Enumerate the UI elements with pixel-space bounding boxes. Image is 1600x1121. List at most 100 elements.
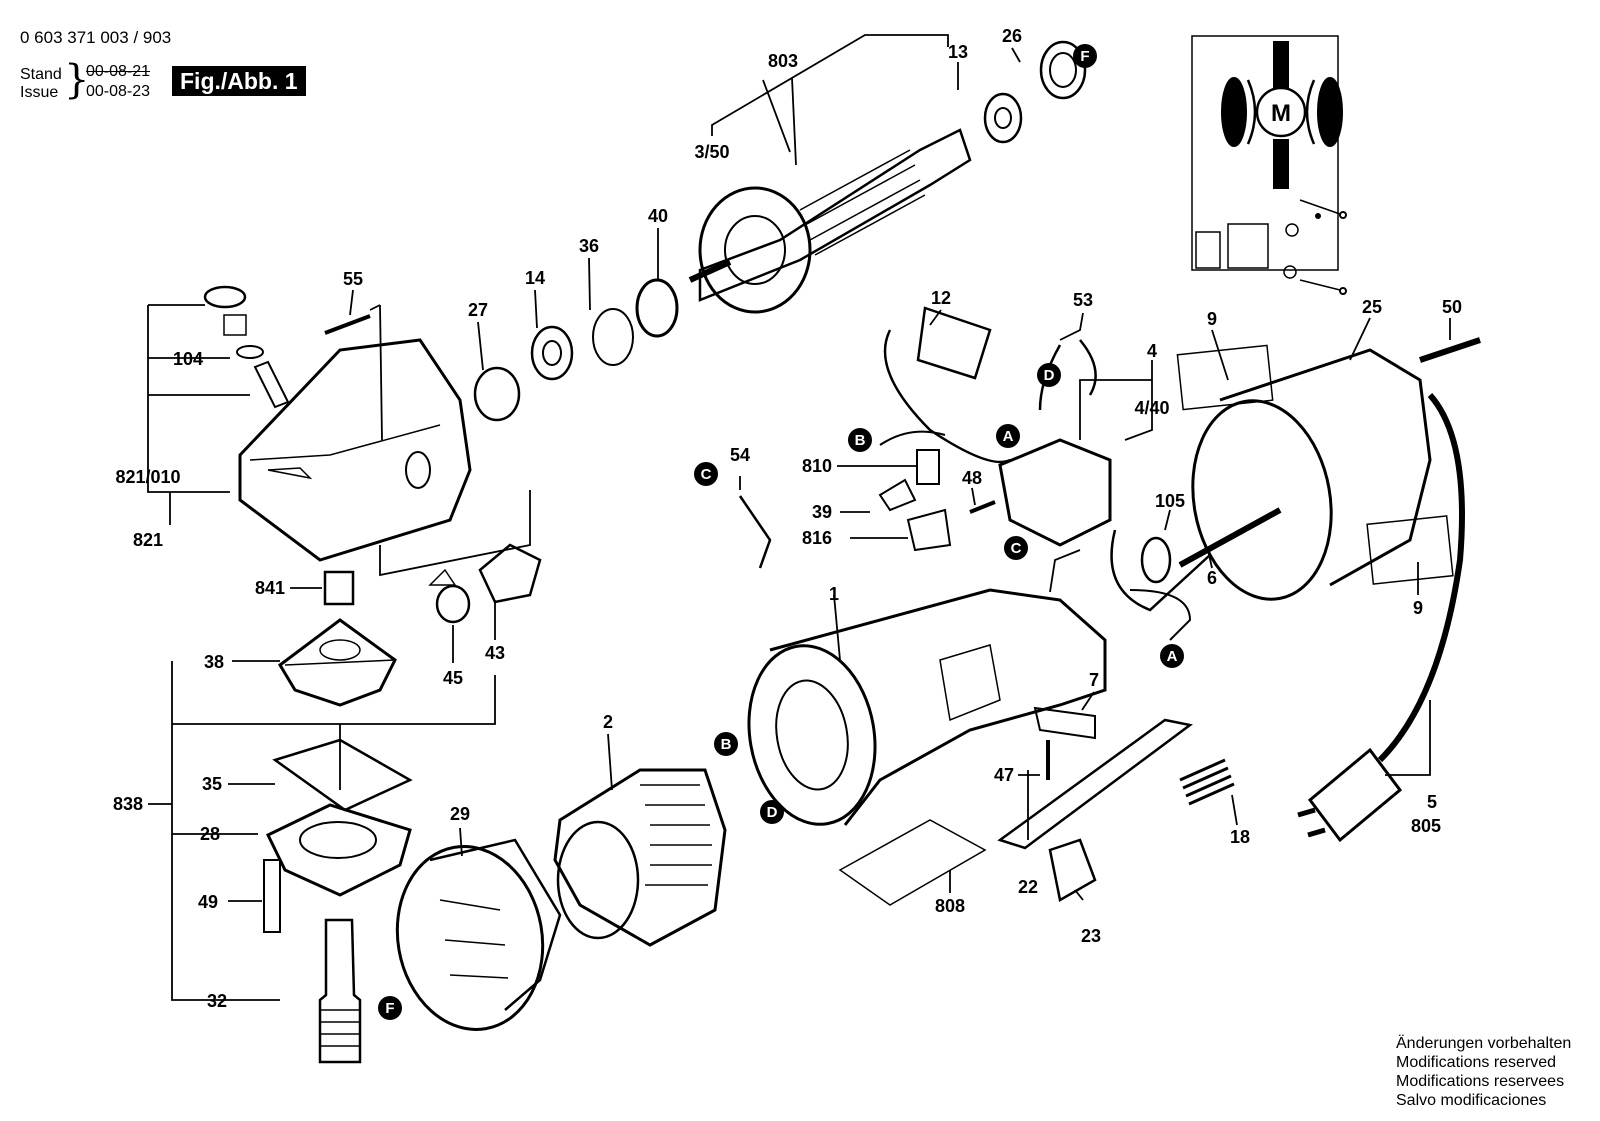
part-label-13: 13 <box>948 42 968 62</box>
part-label-805: 805 <box>1411 816 1441 836</box>
part-label-45: 45 <box>443 668 463 688</box>
part-label-39: 39 <box>812 502 832 522</box>
part-label-14: 14 <box>525 268 545 288</box>
part-label-838: 838 <box>113 794 143 814</box>
ring-36 <box>592 308 634 366</box>
wiring-schematic <box>1191 35 1347 295</box>
part-label-821-010: 821/010 <box>115 467 180 487</box>
ref-marker-F1 <box>1073 44 1097 68</box>
part-label-6: 6 <box>1207 568 1217 588</box>
stand-label: Stand <box>20 66 62 83</box>
wire-54 <box>738 495 772 569</box>
ref-marker-F2 <box>378 996 402 1020</box>
part-label-29: 29 <box>450 804 470 824</box>
brush-holder-39 <box>878 478 917 512</box>
ref-letter-F1: F <box>1080 48 1089 65</box>
spring-18 <box>1179 758 1235 806</box>
part-label-803: 803 <box>768 51 798 71</box>
part-label-5: 5 <box>1427 792 1437 812</box>
stand-date: 00-08-21 <box>86 63 151 80</box>
bearing-27 <box>473 366 521 422</box>
gear-housing <box>203 285 472 562</box>
part-label-23: 23 <box>1081 926 1101 946</box>
part-label-55: 55 <box>343 269 363 289</box>
part-label-49: 49 <box>198 892 218 912</box>
power-cable <box>1377 393 1465 763</box>
ref-marker-B1 <box>848 428 872 452</box>
part-label-27: 27 <box>468 300 488 320</box>
part-label-48: 48 <box>962 468 982 488</box>
notice-line-es: Salvo modificaciones <box>1396 1092 1547 1109</box>
label-808 <box>838 819 987 906</box>
brush-spring-816 <box>906 508 952 552</box>
part-label-104: 104 <box>173 349 203 369</box>
motor-housing <box>747 588 1107 826</box>
part-label-25: 25 <box>1362 297 1382 317</box>
ref-marker-C1 <box>694 462 718 486</box>
ref-letter-B1: B <box>855 432 866 449</box>
part-label-28: 28 <box>200 824 220 844</box>
ref-marker-A1 <box>996 424 1020 448</box>
stator <box>553 768 727 947</box>
part-label-2: 2 <box>603 712 613 732</box>
part-label-38: 38 <box>204 652 224 672</box>
part-label-105: 105 <box>1155 491 1185 511</box>
gasket-35 <box>272 738 413 812</box>
part-label-47: 47 <box>994 765 1014 785</box>
motor-symbol-circle <box>1255 86 1307 138</box>
part-label-40: 40 <box>648 206 668 226</box>
armature-assembly <box>688 40 1087 314</box>
ref-letter-D1: D <box>1044 367 1055 384</box>
bevel-gear <box>278 618 397 707</box>
spindle-32 <box>318 918 362 1064</box>
issue-date: 00-08-23 <box>86 83 151 100</box>
part-label-12: 12 <box>931 288 951 308</box>
retaining-ring-40 <box>635 278 679 338</box>
document-number: 0 603 371 003 / 903 <box>20 28 172 47</box>
flange-28 <box>265 803 412 897</box>
part-label-53: 53 <box>1073 290 1093 310</box>
part-label-4-40: 4/40 <box>1134 398 1169 418</box>
part-label-7: 7 <box>1089 670 1099 690</box>
part-label-54: 54 <box>730 445 750 465</box>
ref-letter-A2: A <box>1167 648 1178 665</box>
part-label-43: 43 <box>485 643 505 663</box>
part-label-1: 1 <box>829 584 839 604</box>
carbon-brush-810 <box>916 449 940 485</box>
nut-45 <box>435 584 471 624</box>
bearing-14 <box>530 325 574 381</box>
notice-line-fr: Modifications reservees <box>1396 1073 1565 1090</box>
notice-line-de: Änderungen vorbehalten <box>1396 1035 1572 1052</box>
part-label-26: 26 <box>1002 26 1022 46</box>
motor-symbol-letter: M <box>1271 100 1291 127</box>
part-label-18: 18 <box>1230 827 1250 847</box>
part-label-50: 50 <box>1442 297 1462 317</box>
screw-49 <box>263 859 281 933</box>
cable-grommet-105 <box>1140 536 1172 584</box>
switch-4 <box>998 438 1112 547</box>
lever-7 <box>1033 706 1096 740</box>
plug-805 <box>1307 747 1403 843</box>
part-label-810: 810 <box>802 456 832 476</box>
part-label-32: 32 <box>207 991 227 1011</box>
modifications-notice: Änderungen vorbehalten Modifications res… <box>1396 1034 1571 1110</box>
fan <box>395 838 562 1031</box>
switch-rod-22 <box>997 718 1193 850</box>
screw-48 <box>969 500 996 514</box>
part-label-821: 821 <box>133 530 163 550</box>
ref-letter-C3: C <box>1318 209 1319 211</box>
screw-50 <box>1419 337 1481 363</box>
part-label-841: 841 <box>255 578 285 598</box>
slider-23 <box>1048 838 1097 902</box>
issue-label: Issue <box>20 84 59 101</box>
notice-line-en: Modifications reserved <box>1396 1054 1557 1071</box>
ref-letter-C1: C <box>701 466 712 483</box>
ref-marker-B2 <box>714 732 738 756</box>
housing-cover <box>1176 344 1454 601</box>
ref-letter-A1: A <box>1003 428 1014 445</box>
part-label-808: 808 <box>935 896 965 916</box>
figure-title: Fig./Abb. 1 <box>172 66 306 96</box>
part-label-816: 816 <box>802 528 832 548</box>
ref-marker-C3-dot <box>1315 213 1321 219</box>
